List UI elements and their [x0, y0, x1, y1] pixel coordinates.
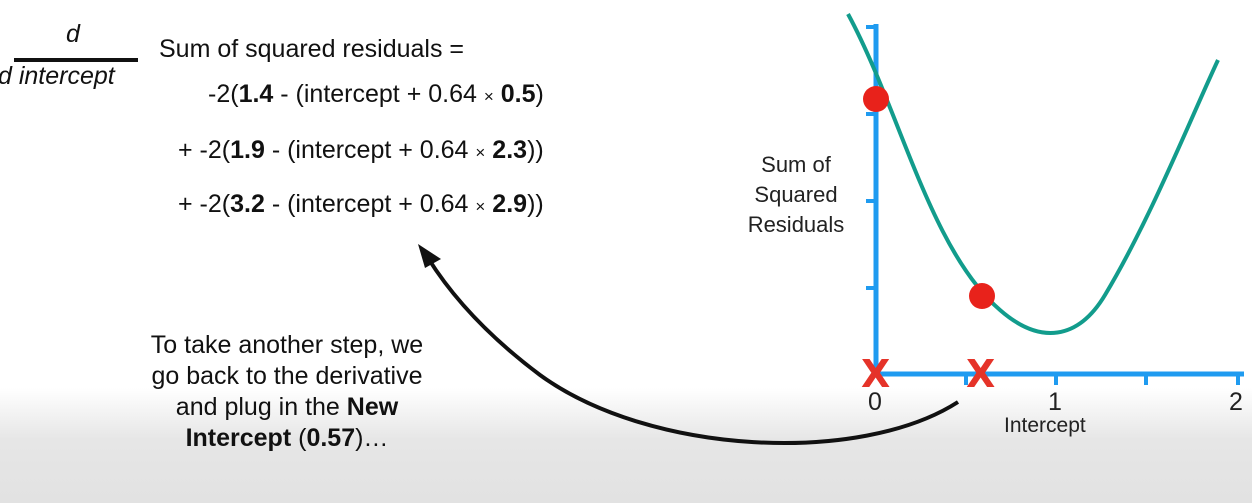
x-tick-label: 1 [1048, 388, 1062, 416]
new-intercept-marker: X [966, 352, 996, 396]
x-value: 0.5 [500, 80, 536, 108]
return-arrow [426, 256, 960, 445]
caption-line-1: To take another step, we [150, 331, 424, 359]
new-intercept-point [969, 283, 995, 309]
old-intercept-point [863, 86, 889, 112]
explanation-caption: To take another step, we go back to the … [92, 330, 482, 454]
bottom-shade [0, 388, 1252, 503]
x-value: 2.9 [492, 190, 528, 218]
arrow-head [418, 244, 441, 268]
y-axis-label: Sum of Squared Residuals [747, 152, 845, 237]
observed-value: 1.9 [230, 136, 265, 164]
equation-term-3: + -2(3.2 - (intercept + 0.64 × 2.9)) [178, 190, 544, 218]
equation-lhs: Sum of squared residuals = [159, 35, 465, 63]
x-tick-label: 2 [1229, 388, 1243, 416]
ssr-curve [846, 13, 1220, 335]
equation-term-2: + -2(1.9 - (intercept + 0.64 × 2.3)) [178, 136, 544, 164]
x-tick-label: 0 [868, 388, 882, 416]
x-value: 2.3 [492, 136, 528, 164]
old-intercept-marker: X [861, 352, 891, 396]
caption-line-4: Intercept (0.57)… [185, 424, 389, 452]
observed-value: 1.4 [238, 80, 274, 108]
caption-line-2: go back to the derivative [151, 362, 423, 390]
derivative-numerator: d [66, 20, 80, 48]
fraction-bar [14, 58, 138, 62]
observed-value: 3.2 [230, 190, 265, 218]
caption-line-3: and plug in the New [175, 393, 399, 421]
x-axis-label: Intercept [1004, 414, 1086, 437]
equation-term-1: -2(1.4 - (intercept + 0.64 × 0.5) [208, 80, 544, 108]
derivative-denominator: d intercept [0, 62, 115, 90]
